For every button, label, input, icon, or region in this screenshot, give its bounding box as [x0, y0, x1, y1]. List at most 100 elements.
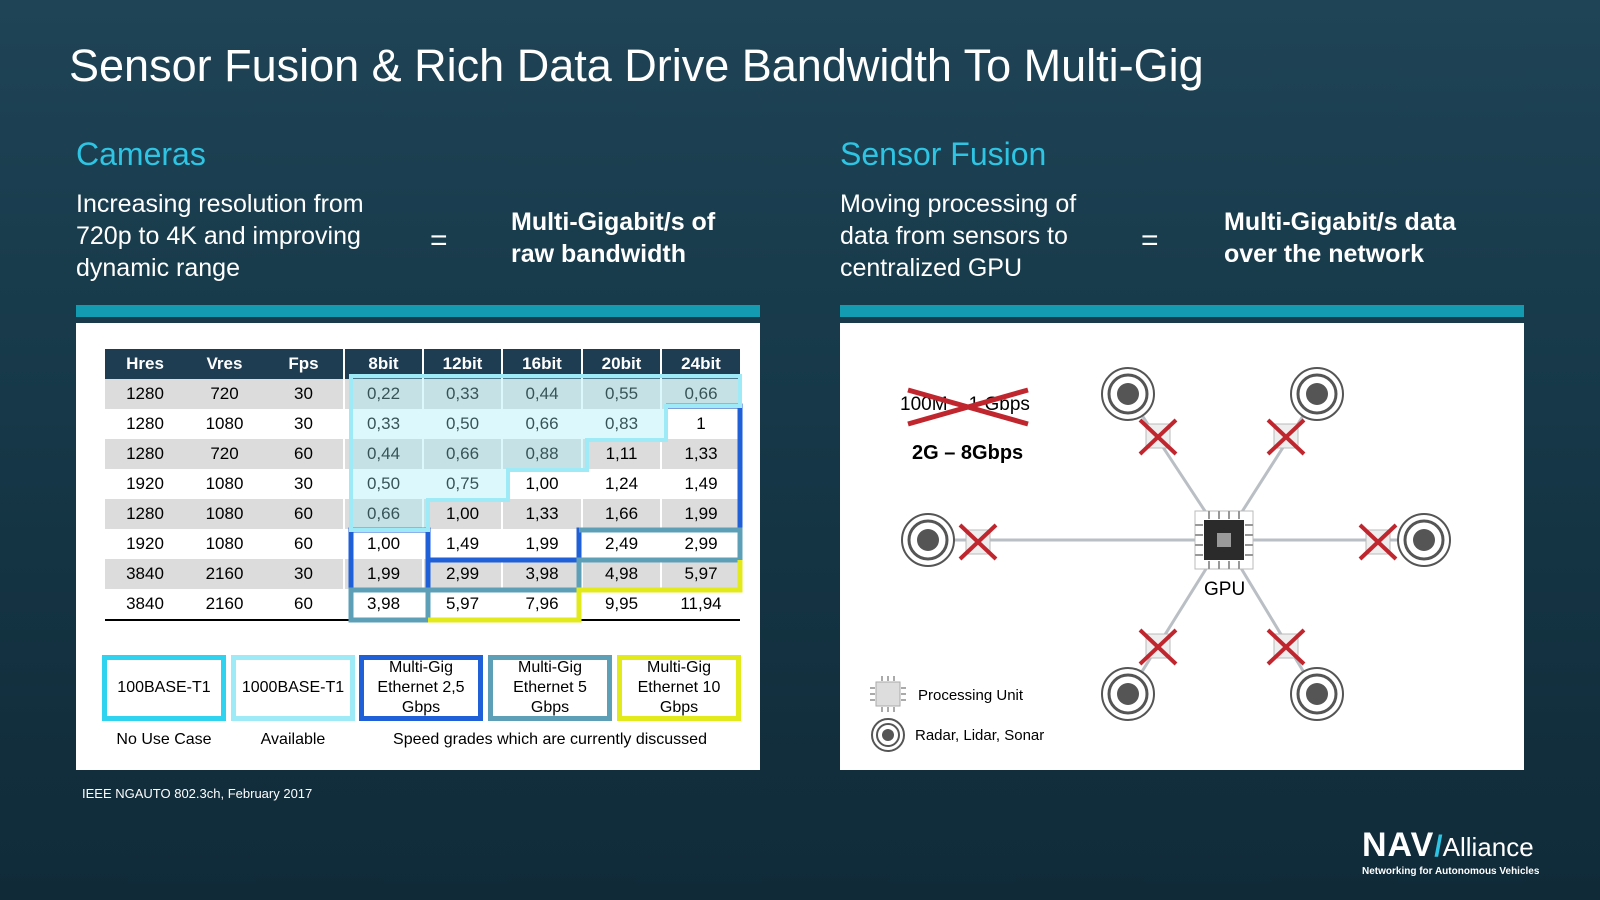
table-cell: 30 [264, 379, 344, 409]
legend-processing-label: Processing Unit [918, 687, 1024, 704]
table-cell: 60 [264, 589, 344, 621]
table-cell: 1280 [105, 499, 185, 529]
table-cell: 1920 [105, 529, 185, 559]
gpu-label: GPU [1204, 579, 1246, 600]
table-cell: 60 [264, 439, 344, 469]
table-cell: 2,99 [660, 529, 740, 559]
fusion-desc-line: data from sensors to [840, 222, 1068, 250]
bandwidth-table: Hres Vres Fps 8bit 12bit 16bit 20bit 24b… [105, 349, 740, 621]
table-cell: 1,24 [581, 469, 661, 499]
column-header: 24bit [660, 349, 740, 379]
old-speed-label: 100M – 1 Gbps [900, 394, 1030, 415]
cameras-description: Increasing resolution from 720p to 4K an… [76, 188, 364, 284]
table-cell: 4,98 [581, 559, 661, 589]
table-cell: 1080 [185, 499, 264, 529]
table-cell: 0,66 [343, 499, 423, 529]
column-header: 20bit [581, 349, 661, 379]
logo-alliance-text: Alliance [1442, 832, 1534, 862]
cameras-desc-line: 720p to 4K and improving [76, 222, 361, 250]
table-cell: 2,99 [422, 559, 502, 589]
table-cell: 1,00 [422, 499, 502, 529]
table-cell: 1,66 [581, 499, 661, 529]
table-cell: 0,66 [422, 439, 502, 469]
column-header: 8bit [343, 349, 423, 379]
fusion-result: Multi-Gigabit/s data over the network [1224, 206, 1456, 270]
table-cell: 0,50 [422, 409, 502, 439]
slide-title: Sensor Fusion & Rich Data Drive Bandwidt… [69, 40, 1204, 91]
table-cell: 0,75 [422, 469, 502, 499]
table-cell: 1080 [185, 529, 264, 559]
table-cell: 0,22 [343, 379, 423, 409]
table-cell: 1,49 [660, 469, 740, 499]
legend-multigig-2g5: Multi-Gig Ethernet 2,5 Gbps [359, 655, 483, 721]
table-cell: 1,00 [501, 469, 582, 499]
legend-sensor-label: Radar, Lidar, Sonar [915, 727, 1045, 744]
table-cell: 1280 [105, 439, 185, 469]
equals-sign: = [1141, 224, 1159, 257]
table-cell: 1,99 [660, 499, 740, 529]
column-header: 16bit [501, 349, 582, 379]
table-cell: 720 [185, 439, 264, 469]
new-speed-label: 2G – 8Gbps [912, 442, 1024, 464]
source-note: IEEE NGAUTO 802.3ch, February 2017 [82, 786, 313, 801]
table-cell: 1,33 [501, 499, 582, 529]
table-cell: 0,44 [501, 379, 582, 409]
accent-bar-right [840, 305, 1524, 317]
table-cell: 3840 [105, 589, 185, 621]
legend-caption-no-use: No Use Case [116, 731, 212, 748]
table-cell: 1080 [185, 469, 264, 499]
column-header: 12bit [422, 349, 502, 379]
logo-slash-icon: / [1434, 830, 1443, 863]
accent-bar-left [76, 305, 760, 317]
table-cell: 60 [264, 529, 344, 559]
fusion-desc-line: Moving processing of [840, 190, 1077, 218]
table-cell: 1 [660, 409, 740, 439]
table-cell: 0,66 [501, 409, 582, 439]
table-cell: 0,83 [581, 409, 661, 439]
logo-tagline: Networking for Autonomous Vehicles [1362, 866, 1540, 877]
sensor-fusion-description: Moving processing of data from sensors t… [840, 188, 1076, 284]
cameras-result: Multi-Gigabit/s of raw bandwidth [511, 206, 715, 270]
table-cell: 60 [264, 499, 344, 529]
cameras-result-line: raw bandwidth [511, 240, 686, 268]
table-cell: 5,97 [660, 559, 740, 589]
table-cell: 3,98 [501, 559, 582, 589]
table-cell: 0,33 [422, 379, 502, 409]
table-cell: 11,94 [660, 589, 740, 621]
legend-1000base-t1: 1000BASE-T1 [231, 655, 355, 721]
logo-nav-text: NAV [1362, 826, 1435, 864]
table-cell: 0,33 [343, 409, 423, 439]
table-cell: 9,95 [581, 589, 661, 621]
cameras-desc-line: Increasing resolution from [76, 190, 364, 218]
table-cell: 5,97 [422, 589, 502, 621]
table-cell: 3840 [105, 559, 185, 589]
table-cell: 0,66 [660, 379, 740, 409]
table-cell: 2160 [185, 589, 264, 621]
table-cell: 0,55 [581, 379, 661, 409]
table-cell: 30 [264, 469, 344, 499]
table-cell: 1,11 [581, 439, 661, 469]
equals-sign: = [430, 224, 448, 257]
column-header: Hres [105, 349, 185, 379]
column-header: Fps [264, 349, 344, 379]
table-cell: 0,44 [343, 439, 423, 469]
fusion-result-line: over the network [1224, 240, 1425, 268]
table-cell: 1280 [105, 409, 185, 439]
table-cell: 1080 [185, 409, 264, 439]
table-cell: 1,99 [343, 559, 423, 589]
legend-100base-t1: 100BASE-T1 [102, 655, 226, 721]
table-cell: 1,99 [501, 529, 582, 559]
table-cell: 0,50 [343, 469, 423, 499]
table-cell: 7,96 [501, 589, 582, 621]
table-cell: 1,33 [660, 439, 740, 469]
table-cell: 1920 [105, 469, 185, 499]
fusion-result-line: Multi-Gigabit/s data [1224, 208, 1456, 236]
cameras-result-line: Multi-Gigabit/s of [511, 208, 716, 236]
table-cell: 1280 [105, 379, 185, 409]
sensor-fusion-heading: Sensor Fusion [840, 136, 1047, 172]
